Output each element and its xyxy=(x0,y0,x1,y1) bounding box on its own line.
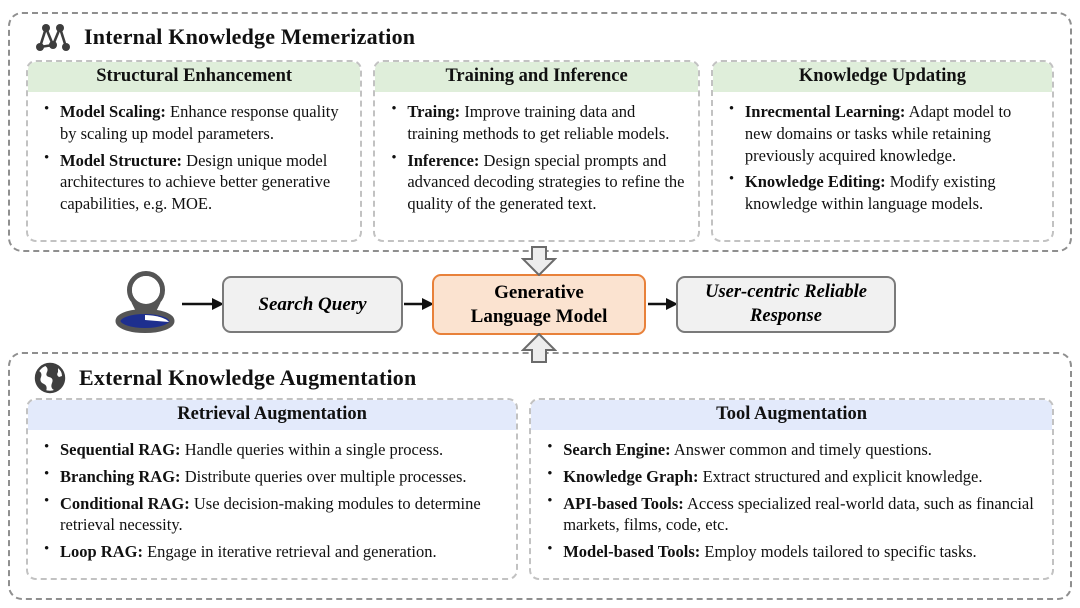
card-training-inference: Training and Inference • Traing: Improve… xyxy=(373,60,700,242)
bullet-marker: • xyxy=(44,101,50,117)
card-body: • Search Engine: Answer common and timel… xyxy=(531,430,1052,574)
network-graph-icon xyxy=(34,22,71,52)
item-term: Branching RAG: xyxy=(60,466,181,486)
card-title: Retrieval Augmentation xyxy=(28,400,517,430)
block-arrow-down-icon xyxy=(520,246,558,281)
internal-knowledge-section: Internal Knowledge Memerization Structur… xyxy=(8,12,1072,252)
item-term: Conditional RAG: xyxy=(60,493,190,513)
item-term: Knowledge Editing: xyxy=(744,172,886,192)
list-item: • Sequential RAG: Handle queries within … xyxy=(43,439,506,461)
internal-section-title: Internal Knowledge Memerization xyxy=(84,24,416,49)
internal-cards-row: Structural Enhancement • Model Scaling: … xyxy=(26,60,1054,242)
bullet-marker: • xyxy=(391,101,397,117)
item-desc: Handle queries within a single process. xyxy=(184,440,444,459)
list-item: • Conditional RAG: Use decision-making m… xyxy=(43,493,506,537)
item-desc: Engage in iterative retrieval and genera… xyxy=(147,542,437,562)
bullet-marker: • xyxy=(44,465,50,482)
model-label-line2: Language Model xyxy=(470,305,608,327)
list-item: • Knowledge Graph: Extract structured an… xyxy=(546,466,1042,488)
external-cards-row: Retrieval Augmentation • Sequential RAG:… xyxy=(26,398,1054,580)
list-item: • Inrecmental Learning: Adapt model to n… xyxy=(728,101,1042,166)
list-item: • Search Engine: Answer common and timel… xyxy=(546,439,1042,461)
item-term: Model Scaling: xyxy=(60,102,166,121)
card-title: Training and Inference xyxy=(375,62,698,92)
search-query-box: Search Query xyxy=(222,276,403,333)
item-desc: Extract structured and explicit knowledg… xyxy=(702,466,983,486)
item-desc: Enhance response quality by scaling up m… xyxy=(60,102,339,143)
list-item: • Inference: Design special prompts and … xyxy=(390,150,688,215)
internal-section-title-row: Internal Knowledge Memerization xyxy=(10,14,1070,52)
list-item: • Loop RAG: Engage in iterative retrieva… xyxy=(43,541,506,563)
item-desc: Improve training data and training metho… xyxy=(407,102,670,143)
bullet-marker: • xyxy=(547,465,553,482)
bullet-marker: • xyxy=(44,541,50,558)
item-term: Model Structure: xyxy=(60,150,183,170)
list-item: • Knowledge Editing: Modify existing kno… xyxy=(728,171,1042,215)
item-desc: Modify existing knowledge within languag… xyxy=(744,172,996,214)
item-desc: Access specialized real-world data, such… xyxy=(563,493,1034,535)
list-item: • API-based Tools: Access specialized re… xyxy=(546,493,1042,537)
card-body: • Sequential RAG: Handle queries within … xyxy=(28,430,516,574)
item-desc: Design unique model architectures to ach… xyxy=(60,150,331,214)
item-term: API-based Tools: xyxy=(563,493,684,513)
list-item: • Branching RAG: Distribute queries over… xyxy=(43,466,506,488)
bullet-marker: • xyxy=(728,101,735,117)
arrow-query-to-model xyxy=(404,297,434,316)
bullet-marker: • xyxy=(44,439,50,455)
arrow-model-to-response xyxy=(648,297,678,316)
arrow-user-to-query xyxy=(182,297,224,316)
list-item: • Traing: Improve training data and trai… xyxy=(390,101,688,145)
model-label: Generative Language Model xyxy=(471,281,608,329)
item-term: Loop RAG: xyxy=(60,542,143,562)
bullet-marker: • xyxy=(44,149,50,166)
block-arrow-up-icon xyxy=(520,332,558,368)
list-item: • Model Structure: Design unique model a… xyxy=(43,150,350,215)
external-section-title: External Knowledge Augmentation xyxy=(79,365,417,390)
card-title: Tool Augmentation xyxy=(531,400,1052,430)
item-term: Search Engine: xyxy=(563,440,671,459)
bullet-marker: • xyxy=(44,492,50,509)
model-label-line1: Generative xyxy=(494,281,584,303)
response-box: User-centric Reliable Response xyxy=(676,276,896,333)
bullet-marker: • xyxy=(547,541,553,558)
card-knowledge-updating: Knowledge Updating • Inrecmental Learnin… xyxy=(710,60,1054,242)
item-desc: Adapt model to new domains or tasks whil… xyxy=(744,102,1012,165)
bullet-marker: • xyxy=(728,171,735,188)
item-desc: Distribute queries over multiple process… xyxy=(184,466,467,486)
item-desc: Design special prompts and advanced deco… xyxy=(407,150,685,214)
card-title: Structural Enhancement xyxy=(28,62,361,92)
item-term: Inrecmental Learning: xyxy=(744,102,906,121)
bullet-marker: • xyxy=(391,149,397,166)
item-desc: Employ models tailored to specific tasks… xyxy=(704,542,977,562)
bullet-marker: • xyxy=(547,492,553,509)
item-desc: Use decision-making modules to determine… xyxy=(60,493,481,535)
card-body: • Inrecmental Learning: Adapt model to n… xyxy=(713,92,1052,226)
card-body: • Model Scaling: Enhance response qualit… xyxy=(28,92,360,226)
list-item: • Model Scaling: Enhance response qualit… xyxy=(43,101,350,145)
item-desc: Answer common and timely questions. xyxy=(673,440,932,459)
bullet-marker: • xyxy=(547,439,553,455)
card-retrieval-augmentation: Retrieval Augmentation • Sequential RAG:… xyxy=(26,398,519,580)
card-title: Knowledge Updating xyxy=(712,62,1052,92)
search-query-label: Search Query xyxy=(258,293,367,315)
list-item: • Model-based Tools: Employ models tailo… xyxy=(546,541,1042,563)
card-tool-augmentation: Tool Augmentation • Search Engine: Answe… xyxy=(529,398,1054,580)
item-term: Sequential RAG: xyxy=(60,440,181,459)
external-section-title-row: External Knowledge Augmentation xyxy=(10,354,1070,394)
item-term: Inference: xyxy=(407,150,480,170)
person-icon xyxy=(110,268,182,339)
card-structural-enhancement: Structural Enhancement • Model Scaling: … xyxy=(26,60,363,242)
response-label: User-centric Reliable Response xyxy=(705,282,867,326)
generative-language-model-box: Generative Language Model xyxy=(432,274,646,335)
card-body: • Traing: Improve training data and trai… xyxy=(375,92,698,226)
item-term: Traing: xyxy=(407,102,461,121)
external-knowledge-section: External Knowledge Augmentation Retrieva… xyxy=(8,352,1072,600)
item-term: Model-based Tools: xyxy=(563,542,701,562)
globe-icon xyxy=(34,362,66,394)
item-term: Knowledge Graph: xyxy=(563,466,699,486)
